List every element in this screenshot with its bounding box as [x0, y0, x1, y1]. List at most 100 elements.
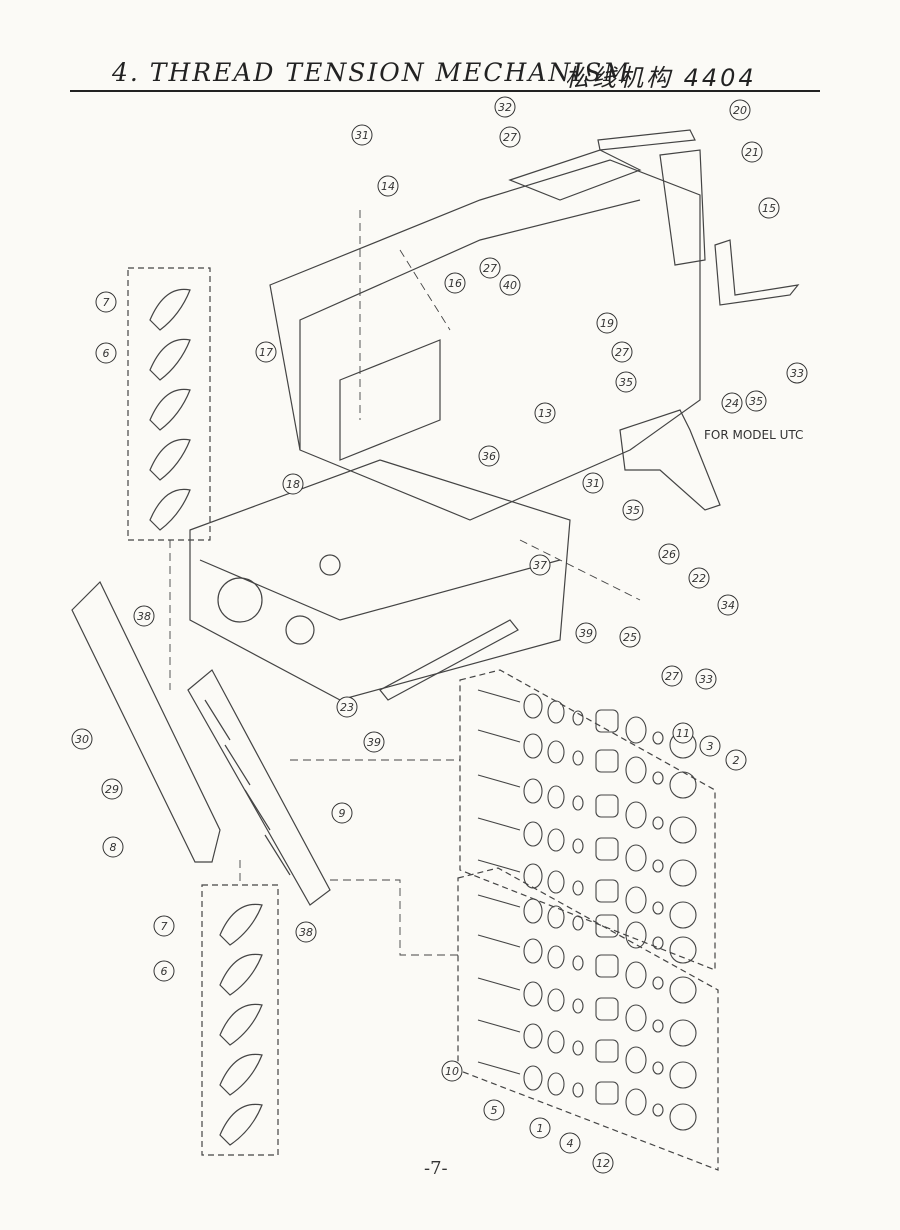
- callout-circle: [363, 731, 385, 753]
- callout-label: 35: [619, 376, 633, 389]
- callout-circle: [255, 341, 277, 363]
- part-callout: 26: [658, 543, 680, 565]
- part-callout: 37: [529, 554, 551, 576]
- callout-label: 27: [483, 262, 497, 275]
- callout-label: 18: [286, 478, 300, 491]
- callout-label: 33: [699, 673, 713, 686]
- callout-label: 21: [745, 146, 759, 159]
- tension-unit: [477, 1019, 697, 1089]
- part-callout: 39: [363, 731, 385, 753]
- bracket-20: [597, 129, 696, 151]
- callout-label: 11: [676, 727, 690, 740]
- callout-label: 16: [448, 277, 462, 290]
- callout-circle: [575, 622, 597, 644]
- part-callout: 3: [699, 735, 721, 757]
- page-number: -7-: [424, 1158, 448, 1179]
- callout-circle: [592, 1152, 614, 1174]
- bracket-21: [659, 149, 706, 266]
- callout-circle: [494, 96, 516, 118]
- callout-label: 29: [105, 783, 119, 796]
- callout-circle: [71, 728, 93, 750]
- callout-circle: [619, 626, 641, 648]
- callout-label: 40: [503, 279, 517, 292]
- part-callout: 27: [479, 257, 501, 279]
- tension-unit: [477, 817, 697, 887]
- callout-circle: [331, 802, 353, 824]
- callout-label: 38: [299, 926, 313, 939]
- bracket-24: [619, 409, 721, 511]
- part-callout: 14: [377, 175, 399, 197]
- part-callout: 33: [786, 362, 808, 384]
- callout-circle: [658, 543, 680, 565]
- bar-23: [379, 619, 519, 701]
- part-callout: 39: [575, 622, 597, 644]
- callout-circle: [483, 1099, 505, 1121]
- callout-circle: [745, 390, 767, 412]
- callout-label: 9: [339, 807, 346, 820]
- part-callout: 36: [478, 445, 500, 467]
- part-callout: 15: [758, 197, 780, 219]
- part-callout: 8: [102, 836, 124, 858]
- page-title: 4. THREAD TENSION MECHANISM: [112, 58, 631, 87]
- callout-circle: [699, 735, 721, 757]
- callout-circle: [153, 960, 175, 982]
- part-callout: 22: [688, 567, 710, 589]
- machine-body: [189, 149, 701, 701]
- part-callout: 11: [672, 722, 694, 744]
- spring-group-lower-parts: [219, 903, 263, 1146]
- callout-label: 19: [600, 317, 614, 330]
- part-callout: 24: [721, 392, 743, 414]
- callout-label: 31: [355, 129, 369, 142]
- callout-label: 3: [707, 740, 714, 753]
- callout-label: 31: [586, 477, 600, 490]
- callout-circle: [441, 1060, 463, 1082]
- guide-lines: [169, 210, 641, 956]
- callout-circle: [499, 274, 521, 296]
- part-callout: 16: [444, 272, 466, 294]
- callout-label: 38: [137, 610, 151, 623]
- callout-circle: [95, 342, 117, 364]
- callout-label: 7: [161, 920, 168, 933]
- part-callout: 4: [559, 1132, 581, 1154]
- spring-group-upper-parts: [149, 288, 191, 531]
- callout-circle: [529, 554, 551, 576]
- callout-label: 33: [790, 367, 804, 380]
- spring-group-upper: [127, 267, 211, 541]
- spring-group-lower: [201, 884, 279, 1156]
- callout-label: 22: [692, 572, 706, 585]
- part-callout: 20: [729, 99, 751, 121]
- part-callout: 35: [622, 499, 644, 521]
- part-callout: 17: [255, 341, 277, 363]
- part-callout: 12: [592, 1152, 614, 1174]
- part-callout: 29: [101, 778, 123, 800]
- callout-circle: [102, 836, 124, 858]
- callout-label: 1: [537, 1122, 544, 1135]
- callout-circle: [282, 473, 304, 495]
- callout-circle: [596, 312, 618, 334]
- callout-label: 39: [367, 736, 381, 749]
- callout-label: 25: [623, 631, 637, 644]
- part-callout: 27: [661, 665, 683, 687]
- callout-circle: [133, 605, 155, 627]
- tension-unit: [477, 934, 697, 1004]
- callout-circle: [758, 197, 780, 219]
- callout-circle: [153, 915, 175, 937]
- callout-label: 27: [615, 346, 629, 359]
- callout-label: 30: [75, 733, 89, 746]
- callout-circle: [695, 668, 717, 690]
- tension-group-upper: [459, 669, 716, 971]
- callout-label: 34: [721, 599, 735, 612]
- callout-circle: [479, 257, 501, 279]
- callout-label: 37: [533, 559, 547, 572]
- callout-circle: [499, 126, 521, 148]
- callout-circle: [377, 175, 399, 197]
- callout-label: 14: [381, 180, 395, 193]
- tension-unit: [477, 1061, 697, 1131]
- callout-label: 13: [538, 407, 552, 420]
- callout-label: 27: [665, 670, 679, 683]
- callout-circle: [559, 1132, 581, 1154]
- callout-label: 32: [498, 101, 512, 114]
- part-callout: 34: [717, 594, 739, 616]
- callout-label: 4: [567, 1137, 574, 1150]
- callout-label: 20: [733, 104, 747, 117]
